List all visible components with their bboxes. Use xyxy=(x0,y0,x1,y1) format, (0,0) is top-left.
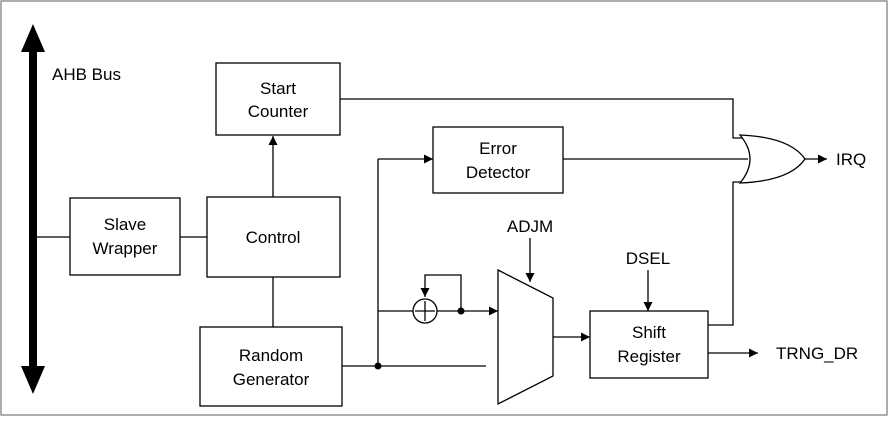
random-generator-block: Random Generator xyxy=(199,326,343,407)
shift-register-label-line2: Register xyxy=(617,347,681,366)
multiplexer xyxy=(497,268,554,406)
shift-register-block: Shift Register xyxy=(589,310,709,379)
slave-wrapper-label-line2: Wrapper xyxy=(93,239,158,258)
junction-dot xyxy=(457,307,465,315)
slave-wrapper-block: Slave Wrapper xyxy=(69,197,181,276)
start-counter-block: Start Counter xyxy=(215,62,341,136)
shift-register-label-line1: Shift xyxy=(632,323,666,342)
control-block: Control xyxy=(206,196,341,278)
xor-adder-symbol xyxy=(412,298,438,324)
control-label: Control xyxy=(246,228,301,247)
start-counter-label-line1: Start xyxy=(260,79,296,98)
random-generator-label-line2: Generator xyxy=(233,370,310,389)
slave-wrapper-label-line1: Slave xyxy=(104,215,147,234)
junction-dot xyxy=(374,362,382,370)
error-detector-block: Error Detector xyxy=(432,126,564,194)
ahb-bus-arrow xyxy=(21,24,45,394)
random-generator-label-line1: Random xyxy=(239,346,303,365)
trng-dr-label: TRNG_DR xyxy=(776,344,858,363)
start-counter-label-line2: Counter xyxy=(248,102,309,121)
dsel-label: DSEL xyxy=(626,249,670,268)
ahb-bus-label: AHB Bus xyxy=(52,65,121,84)
adjm-label: ADJM xyxy=(507,217,553,236)
error-detector-label-line1: Error xyxy=(479,139,517,158)
irq-label: IRQ xyxy=(836,150,866,169)
or-gate xyxy=(738,134,806,184)
error-detector-label-line2: Detector xyxy=(466,163,531,182)
